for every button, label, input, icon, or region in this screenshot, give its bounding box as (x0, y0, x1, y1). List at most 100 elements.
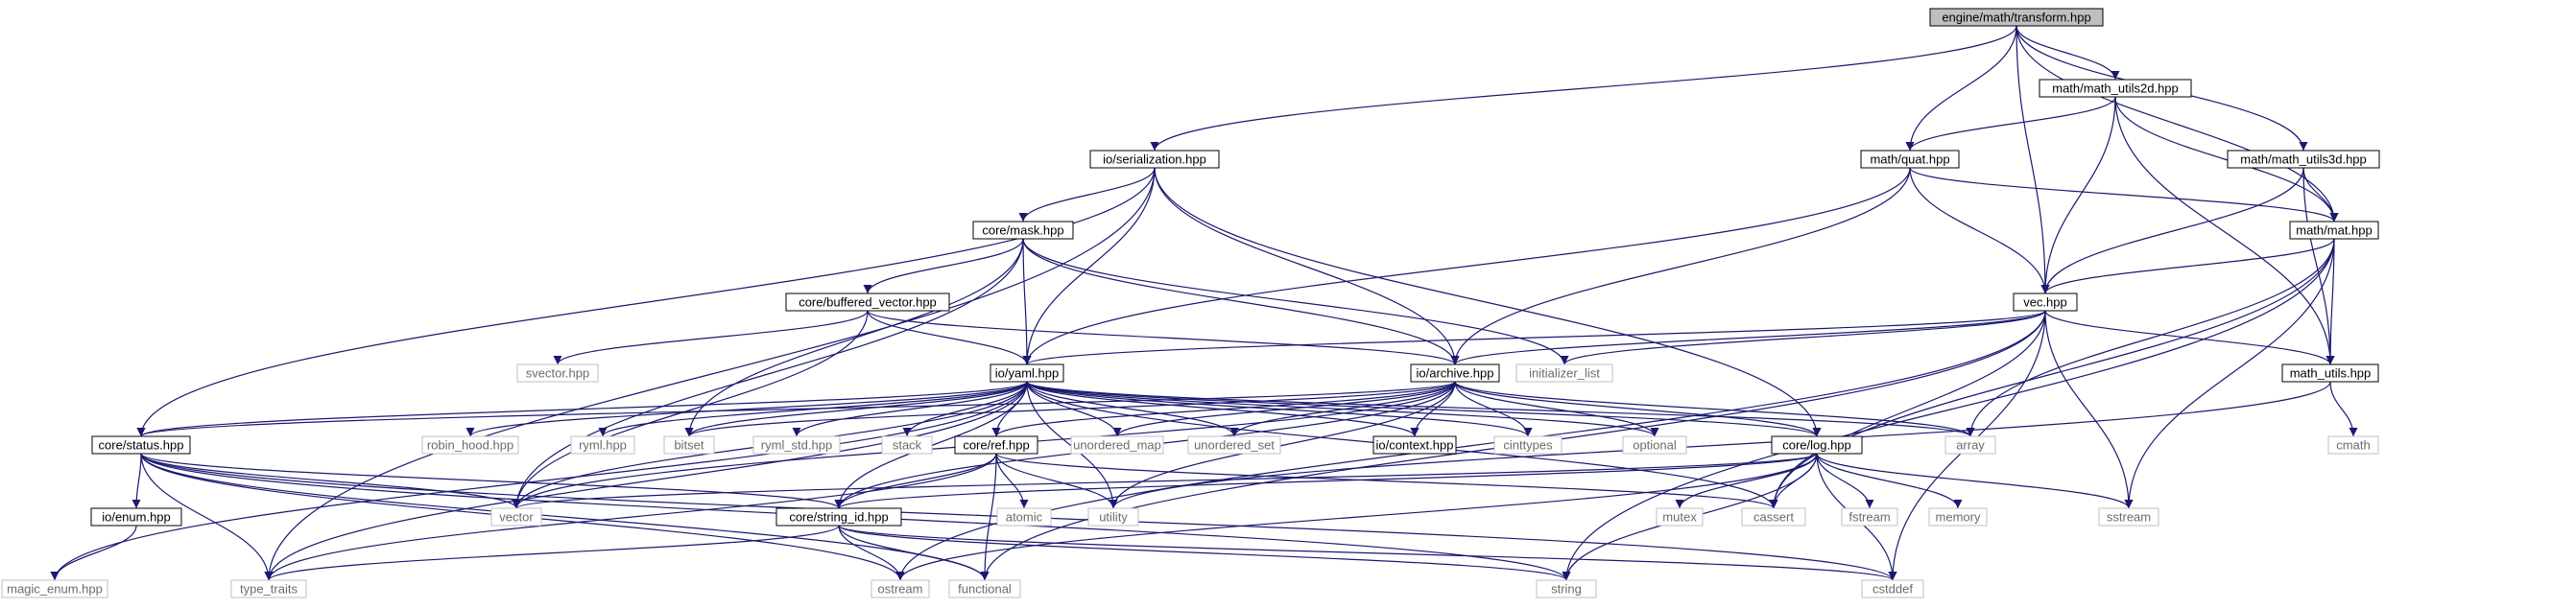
node-archive[interactable]: io/archive.hpp (1410, 363, 1500, 383)
node-label-bitset: bitset (674, 438, 704, 453)
node-yaml[interactable]: io/yaml.hpp (990, 363, 1064, 383)
node-box-quat (1860, 150, 1960, 169)
node-cinttypes: cinttypes (1493, 435, 1562, 455)
node-label-uset: unordered_set (1194, 438, 1275, 453)
include-edge-ser-to-typetraits (264, 167, 1156, 581)
node-mu3d[interactable]: math/math_utils3d.hpp (2227, 150, 2380, 169)
node-label-umap: unordered_map (1073, 438, 1161, 453)
node-utility: utility (1087, 507, 1139, 527)
include-edge-stringid-to-functional (838, 525, 990, 581)
include-edge-mat-to-mathutils (2326, 238, 2335, 365)
include-edge-yaml-to-typetraits (264, 381, 1028, 581)
include-edge-mathutils-to-cmath (2329, 381, 2358, 437)
node-context[interactable]: io/context.hpp (1372, 435, 1457, 455)
node-enum[interactable]: io/enum.hpp (90, 507, 182, 527)
node-label-bufvec: core/buffered_vector.hpp (799, 295, 937, 310)
node-label-enum: io/enum.hpp (102, 510, 171, 525)
node-box-utility (1087, 507, 1139, 527)
node-label-optional: optional (1633, 438, 1677, 453)
node-label-vec: vec.hpp (2023, 295, 2067, 310)
node-initlist: initializer_list (1515, 363, 1613, 383)
node-ref[interactable]: core/ref.hpp (954, 435, 1038, 455)
node-label-mask: core/mask.hpp (982, 223, 1063, 238)
node-label-quat: math/quat.hpp (1870, 152, 1949, 167)
node-stringid[interactable]: core/string_id.hpp (775, 507, 902, 527)
include-edge-log-to-memory (1816, 453, 1963, 509)
node-root[interactable]: engine/math/transform.hpp (1929, 8, 2104, 27)
node-box-mat (2289, 221, 2379, 240)
include-edge-mu3d-to-mat (2302, 167, 2339, 223)
node-mu2d[interactable]: math/math_utils2d.hpp (2039, 79, 2192, 98)
node-label-cinttypes: cinttypes (1503, 438, 1553, 453)
node-cassert: cassert (1741, 507, 1806, 527)
node-mat[interactable]: math/mat.hpp (2289, 221, 2379, 240)
node-mask[interactable]: core/mask.hpp (972, 221, 1074, 240)
node-cmath: cmath (2327, 435, 2379, 455)
node-label-magicenum: magic_enum.hpp (7, 582, 103, 597)
node-box-ryml (570, 435, 635, 455)
node-vec[interactable]: vec.hpp (2013, 293, 2078, 312)
node-uset: unordered_set (1187, 435, 1281, 455)
include-edge-ser-to-status (136, 167, 1156, 437)
include-edge-archive-to-umap (1112, 381, 1456, 437)
node-optional: optional (1622, 435, 1687, 455)
include-edge-mask-to-archive (1022, 238, 1460, 365)
include-edge-ref-to-typetraits (264, 453, 997, 581)
include-edge-yaml-to-rymlstd (792, 381, 1028, 437)
include-edge-archive-to-cinttypes (1454, 381, 1533, 437)
node-label-archive: io/archive.hpp (1417, 366, 1494, 381)
include-edge-root-to-mu2d (2015, 25, 2120, 81)
node-label-cstddef: cstddef (1872, 582, 1913, 597)
include-edge-mat-to-string (1562, 238, 2335, 581)
include-edge-status-to-typetraits (140, 453, 274, 581)
include-edge-enum-to-magicenum (50, 525, 137, 581)
node-label-ostream: ostream (878, 582, 923, 597)
node-ser[interactable]: io/serialization.hpp (1089, 150, 1220, 169)
node-bufvec[interactable]: core/buffered_vector.hpp (785, 293, 950, 312)
include-edge-archive-to-status (136, 381, 1456, 437)
node-box-sstream (2098, 507, 2159, 527)
node-log[interactable]: core/log.hpp (1771, 435, 1863, 455)
node-label-log: core/log.hpp (1782, 438, 1851, 453)
node-box-robin (421, 435, 519, 455)
include-edge-mu2d-to-quat (1905, 96, 2116, 152)
include-edge-ref-to-cassert (995, 453, 1778, 509)
include-edge-stringid-to-ostream (838, 525, 905, 581)
node-label-initlist: initializer_list (1529, 366, 1600, 381)
include-edge-log-to-vector (512, 453, 1818, 509)
node-label-mathutils: math_utils.hpp (2290, 366, 2372, 381)
include-edge-mat-to-array (1966, 238, 2335, 437)
node-status[interactable]: core/status.hpp (91, 435, 191, 455)
node-box-stringid (775, 507, 902, 527)
include-edge-mat-to-sstream (2124, 238, 2335, 509)
include-edge-log-to-sstream (1816, 453, 2134, 509)
include-edge-yaml-to-utility (1026, 381, 1118, 509)
node-box-svector (516, 363, 599, 383)
node-box-cinttypes (1493, 435, 1562, 455)
node-box-mathutils (2281, 363, 2379, 383)
include-edge-archive-to-ref (991, 381, 1456, 437)
node-box-optional (1622, 435, 1687, 455)
node-box-cmath (2327, 435, 2379, 455)
node-ryml: ryml.hpp (570, 435, 635, 455)
node-label-utility: utility (1099, 510, 1128, 525)
node-quat[interactable]: math/quat.hpp (1860, 150, 1960, 169)
node-box-array (1944, 435, 1996, 455)
node-box-stack (881, 435, 933, 455)
include-edge-ref-to-stringid (834, 453, 997, 509)
node-box-cstddef (1861, 579, 1924, 598)
node-label-mu3d: math/math_utils3d.hpp (2240, 152, 2367, 167)
include-edge-log-to-ostream (895, 453, 1818, 581)
node-box-bufvec (785, 293, 950, 312)
node-label-ryml: ryml.hpp (579, 438, 627, 453)
include-edge-stringid-to-typetraits (264, 525, 840, 581)
include-edge-root-to-mat (2015, 25, 2339, 223)
node-label-sstream: sstream (2107, 510, 2151, 525)
node-functional: functional (948, 579, 1021, 598)
include-edge-mask-to-bufvec (863, 238, 1024, 294)
include-edge-vec-to-initlist (1560, 310, 2046, 365)
node-mathutils[interactable]: math_utils.hpp (2281, 363, 2379, 383)
node-cstddef: cstddef (1861, 579, 1924, 598)
node-box-yaml (990, 363, 1064, 383)
